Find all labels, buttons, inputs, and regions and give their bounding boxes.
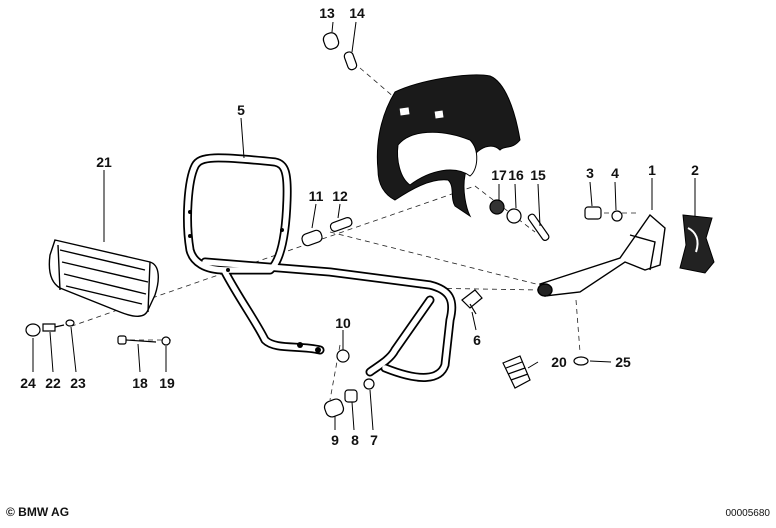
callout-6: 6 <box>473 332 481 348</box>
callout-12: 12 <box>332 188 348 204</box>
centre-stand <box>537 213 666 297</box>
copyright-label: © BMW AG <box>6 505 70 519</box>
mount-17-16-15 <box>489 199 550 242</box>
callout-9: 9 <box>331 432 339 448</box>
callout-10: 10 <box>335 315 351 331</box>
callout-4: 4 <box>611 165 619 181</box>
callout-16: 16 <box>508 167 524 183</box>
callout-21: 21 <box>96 154 112 170</box>
callout-20: 20 <box>551 354 567 370</box>
callout-22: 22 <box>45 375 61 391</box>
pin-14 <box>343 51 358 71</box>
callout-5: 5 <box>237 102 245 118</box>
leader-lines <box>32 21 696 431</box>
luggage-rack <box>48 239 159 317</box>
rack-fasteners <box>25 319 75 337</box>
spacers-11-12 <box>301 217 353 247</box>
rubber-buffer-20 <box>502 355 531 389</box>
callout-23: 23 <box>70 375 86 391</box>
callout-25: 25 <box>615 354 631 370</box>
washer-25 <box>573 356 589 366</box>
bolt-18-washer-19 <box>117 335 171 346</box>
callout-1: 1 <box>648 162 656 178</box>
callout-labels: 13 14 5 21 11 12 17 16 15 3 4 1 2 10 6 2… <box>20 5 699 448</box>
callout-18: 18 <box>132 375 148 391</box>
callout-13: 13 <box>319 5 335 21</box>
image-number: 00005680 <box>725 508 771 519</box>
callout-19: 19 <box>159 375 175 391</box>
callout-2: 2 <box>691 162 699 178</box>
cap-13 <box>322 32 340 50</box>
callout-3: 3 <box>586 165 594 181</box>
callout-24: 24 <box>20 375 36 391</box>
callout-14: 14 <box>349 5 365 21</box>
callout-15: 15 <box>530 167 546 183</box>
callout-17: 17 <box>491 167 507 183</box>
alignment-lines <box>71 67 640 401</box>
callout-8: 8 <box>351 432 359 448</box>
small-hardware <box>323 289 483 418</box>
bolt-3-nut-4 <box>584 206 623 222</box>
callout-11: 11 <box>309 188 324 204</box>
callout-7: 7 <box>370 432 378 448</box>
